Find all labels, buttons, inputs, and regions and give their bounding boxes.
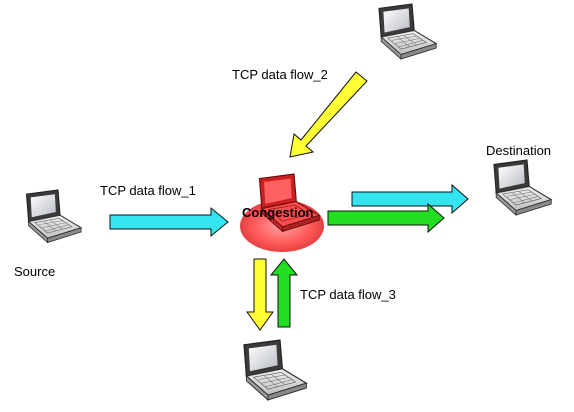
flow1-label: TCP data flow_1 [100, 183, 196, 198]
source-label: Source [14, 264, 56, 279]
congestion-label: Congestion [242, 205, 314, 220]
laptop-icon-bottom [243, 339, 307, 401]
flow1-arrow [109, 206, 229, 238]
dest-green-arrow [327, 202, 445, 234]
dest-cyan-arrow [351, 183, 469, 215]
laptop-icon-source [25, 189, 82, 244]
congestion-laptop-icon [240, 173, 324, 252]
flow2-label: TCP data flow_2 [232, 67, 328, 82]
laptop-icon-destination [493, 159, 552, 216]
flow2-arrow [289, 71, 368, 158]
destination-label: Destination [486, 143, 552, 158]
laptop-icon-top [378, 3, 437, 60]
flow3-label: TCP data flow_3 [300, 287, 396, 302]
up-green-arrow [269, 258, 299, 328]
down-yellow-arrow [246, 258, 274, 331]
